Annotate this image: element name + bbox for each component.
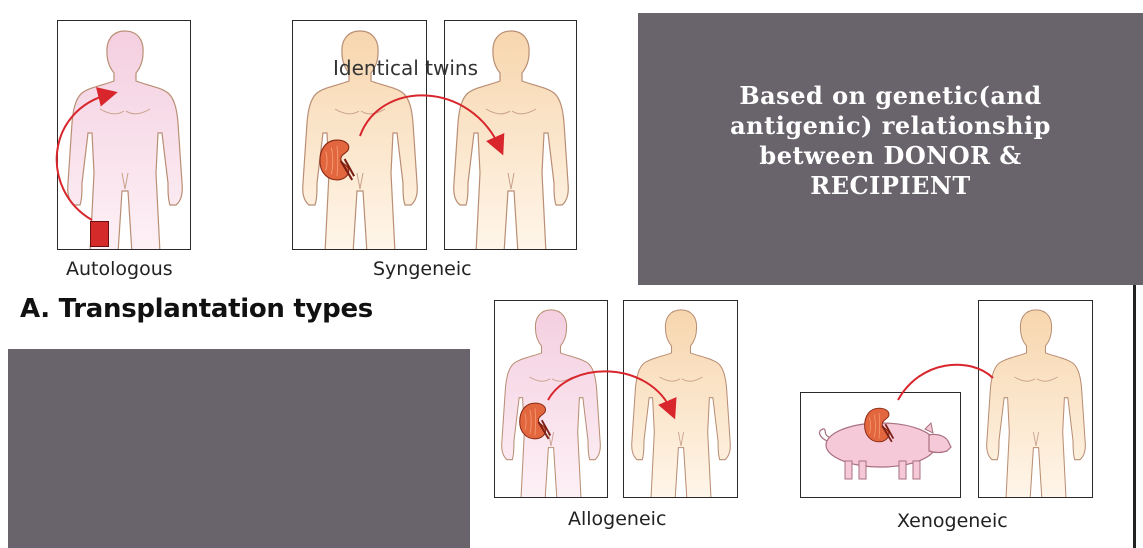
kidney-icon — [863, 404, 895, 446]
right-border — [1133, 285, 1136, 548]
panel-line-3: between DONOR & — [638, 141, 1143, 171]
xenogeneic-label: Xenogeneic — [897, 510, 1008, 532]
human-figure-icon — [979, 301, 1093, 498]
allogeneic-donor-frame — [494, 300, 608, 498]
panel-line-2: antigenic) relationship — [638, 111, 1143, 141]
xenogeneic-recipient-frame — [978, 300, 1093, 498]
allogeneic-recipient-frame — [623, 300, 738, 498]
section-heading: A. Transplantation types — [20, 294, 373, 324]
human-figure-icon — [58, 21, 191, 250]
panel-line-4: RECIPIENT — [638, 171, 1143, 201]
syngeneic-donor-frame — [292, 20, 427, 250]
graft-square-icon — [90, 221, 109, 247]
panel-line-1: Based on genetic(and — [638, 81, 1143, 111]
identical-twins-label: Identical twins — [333, 56, 478, 80]
allogeneic-label: Allogeneic — [568, 508, 666, 530]
human-figure-icon — [624, 301, 738, 498]
kidney-icon — [318, 136, 356, 184]
syngeneic-recipient-frame — [444, 20, 577, 250]
syngeneic-label: Syngeneic — [373, 258, 472, 280]
autologous-label: Autologous — [66, 258, 173, 280]
kidney-icon — [518, 400, 552, 442]
left-panel — [8, 349, 470, 548]
info-panel: Based on genetic(and antigenic) relation… — [638, 13, 1143, 285]
autologous-frame — [57, 20, 191, 250]
panel-text: Based on genetic(and antigenic) relation… — [638, 81, 1143, 201]
